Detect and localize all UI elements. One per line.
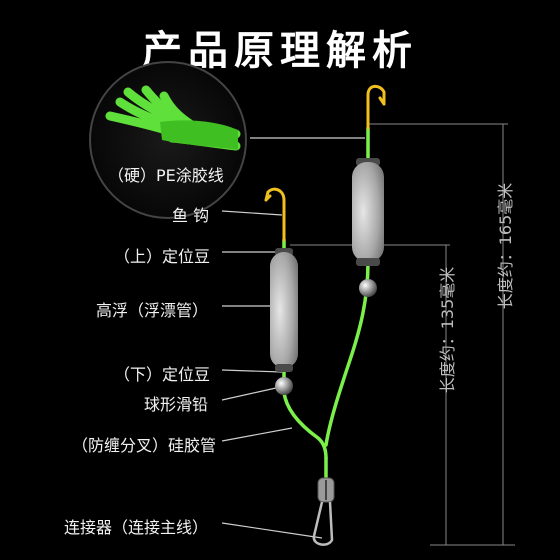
bead-lower xyxy=(275,377,293,395)
hooks xyxy=(264,84,386,242)
bead-upper xyxy=(359,279,377,297)
label-pe-line: （硬）PE涂胶线 xyxy=(108,166,224,185)
connector xyxy=(312,477,335,546)
label-lower-bead: （下）定位豆 xyxy=(114,365,211,384)
float-upper xyxy=(352,158,384,266)
label-connector: 连接器（连接主线） xyxy=(64,518,209,537)
label-tube: （防缠分叉）硅胶管 xyxy=(72,436,217,455)
measure-165-label: 长度约：165毫米 xyxy=(496,182,515,310)
measure-135-label: 长度约：135毫米 xyxy=(438,266,457,394)
float-lower xyxy=(270,248,298,372)
label-hook: 鱼 钩 xyxy=(172,206,210,225)
pe-line-closeup xyxy=(89,61,247,219)
pointer-lines xyxy=(221,137,365,539)
label-upper-bead: （上）定位豆 xyxy=(114,247,211,266)
label-sinker: 球形滑铅 xyxy=(144,395,209,414)
label-float: 高浮（浮漂管） xyxy=(96,301,209,320)
